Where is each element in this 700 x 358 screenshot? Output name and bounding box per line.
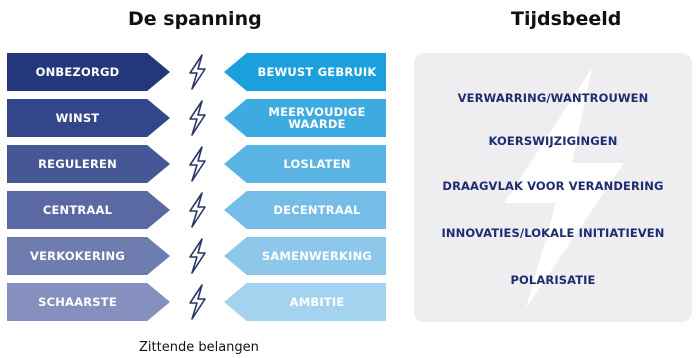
right-arrow-loslaten: LOSLATEN bbox=[224, 145, 386, 183]
lightning-icon bbox=[189, 54, 206, 90]
tijdsbeeld-item: KOERSWIJZIGINGEN bbox=[488, 134, 618, 148]
right-arrow-decentraal: DECENTRAAL bbox=[224, 191, 386, 229]
left-arrow-onbezorgd: ONBEZORGD bbox=[7, 53, 170, 91]
left-arrow-reguleren: REGULEREN bbox=[7, 145, 170, 183]
tijdsbeeld-item: INNOVATIES/LOKALE INITIATIEVEN bbox=[441, 226, 665, 240]
lightning-icon bbox=[189, 146, 206, 182]
tijdsbeeld-title: Tijdsbeeld bbox=[511, 8, 622, 30]
left-arrow-label: WINST bbox=[55, 110, 100, 125]
left-arrow-label: VERKOKERING bbox=[30, 248, 125, 263]
footer-caption: Zittende belangen bbox=[139, 340, 259, 355]
left-arrow-label: ONBEZORGD bbox=[35, 64, 120, 79]
lightning-icon bbox=[189, 284, 206, 320]
left-arrow-verkokering: VERKOKERING bbox=[7, 237, 170, 275]
right-arrow-ambitie: AMBITIE bbox=[224, 283, 386, 321]
background-lightning-icon bbox=[504, 68, 624, 308]
left-arrow-label: SCHAARSTE bbox=[38, 294, 117, 309]
lightning-icon bbox=[189, 238, 206, 274]
tijdsbeeld-item: VERWARRING/WANTROUWEN bbox=[457, 91, 649, 105]
right-arrow-label: DECENTRAAL bbox=[273, 202, 361, 217]
right-arrow-label: AMBITIE bbox=[289, 294, 345, 309]
right-arrow-label: BEWUST GEBRUIK bbox=[257, 64, 377, 79]
right-arrow-samenwerking: SAMENWERKING bbox=[224, 237, 386, 275]
right-arrow-label: SAMENWERKING bbox=[261, 248, 373, 263]
right-arrow-bewust-gebruik: BEWUST GEBRUIK bbox=[224, 53, 386, 91]
tijdsbeeld-item: POLARISATIE bbox=[510, 273, 596, 287]
left-arrow-centraal: CENTRAAL bbox=[7, 191, 170, 229]
left-arrow-winst: WINST bbox=[7, 99, 170, 137]
right-arrow-meervoudige-waarde: MEERVOUDIGE WAARDE bbox=[224, 99, 386, 137]
tijdsbeeld-item: DRAAGVLAK VOOR VERANDERING bbox=[442, 179, 664, 193]
left-arrow-label: CENTRAAL bbox=[42, 202, 113, 217]
lightning-icon bbox=[189, 192, 206, 228]
right-arrow-label: LOSLATEN bbox=[283, 156, 351, 171]
de-spanning-title: De spanning bbox=[128, 8, 262, 30]
lightning-icon bbox=[189, 100, 206, 136]
left-arrow-label: REGULEREN bbox=[38, 156, 117, 171]
right-arrow-label: MEERVOUDIGE WAARDE bbox=[268, 104, 366, 131]
tijdsbeeld-panel: VERWARRING/WANTROUWEN KOERSWIJZIGINGEN D… bbox=[414, 53, 692, 322]
left-arrow-schaarste: SCHAARSTE bbox=[7, 283, 170, 321]
